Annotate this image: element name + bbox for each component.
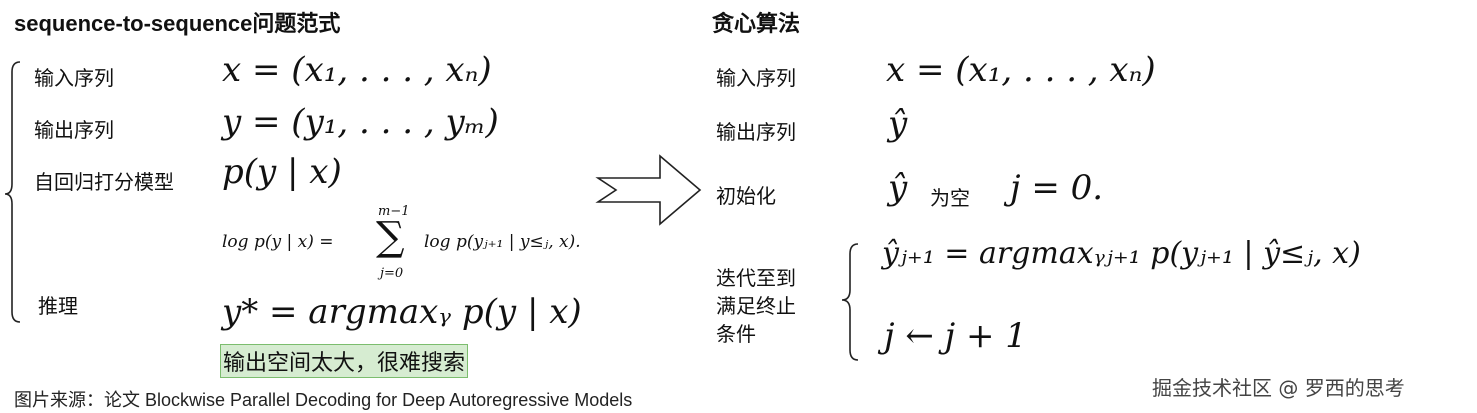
left-title: sequence-to-sequence问题范式	[14, 11, 341, 36]
left-label-input: 输入序列	[34, 66, 114, 90]
right-init-j: j = 0.	[1010, 168, 1104, 208]
right-label-output: 输出序列	[716, 120, 796, 144]
right-label-init: 初始化	[716, 184, 776, 208]
left-label-infer: 推理	[38, 294, 78, 318]
left-sum-sigma: ∑	[376, 214, 405, 260]
right-formula-x: x = (x₁, . . . , xₙ)	[886, 50, 1156, 90]
right-title: 贪心算法	[712, 11, 801, 36]
left-formula-p: p(y | x)	[222, 152, 342, 192]
right-curly-brace	[841, 243, 859, 361]
left-formula-x: x = (x₁, . . . , xₙ)	[222, 50, 492, 90]
source-caption: 图片来源：论文 Blockwise Parallel Decoding for …	[14, 390, 633, 410]
left-sum-bottom: j=0	[380, 266, 404, 281]
right-label-input: 输入序列	[716, 66, 796, 90]
right-init-empty: 为空	[930, 186, 970, 210]
left-sum-top: m−1	[378, 204, 410, 219]
right-label-iter-line1: 迭代至到	[716, 266, 796, 290]
watermark: 掘金技术社区 @ 罗西的思考	[1152, 376, 1405, 400]
left-sum-lhs: log p(y | x) =	[222, 232, 334, 252]
left-label-output: 输出序列	[34, 118, 114, 142]
left-note-highlight: 输出空间太大，很难搜索	[220, 344, 469, 378]
right-label-iter-line3: 条件	[716, 322, 756, 346]
left-formula-infer: y* = argmaxᵧ p(y | x)	[222, 292, 582, 332]
flow-arrow-icon	[595, 154, 702, 226]
right-formula-yhat: ŷ	[888, 104, 908, 144]
left-formula-y: y = (y₁, . . . , yₘ)	[222, 102, 499, 142]
left-curly-brace	[4, 61, 21, 323]
left-sum-rhs: log p(yⱼ₊₁ | y≤ⱼ, x).	[424, 232, 581, 252]
right-init-yhat: ŷ	[888, 168, 908, 208]
left-label-model: 自回归打分模型	[34, 170, 174, 194]
right-label-iter-line2: 满足终止	[716, 294, 796, 318]
right-formula-iter1: ŷⱼ₊₁ = argmaxᵧⱼ₊₁ p(yⱼ₊₁ | ŷ≤ⱼ, x)	[882, 236, 1361, 271]
right-formula-iter2: j ← j + 1	[884, 316, 1027, 356]
